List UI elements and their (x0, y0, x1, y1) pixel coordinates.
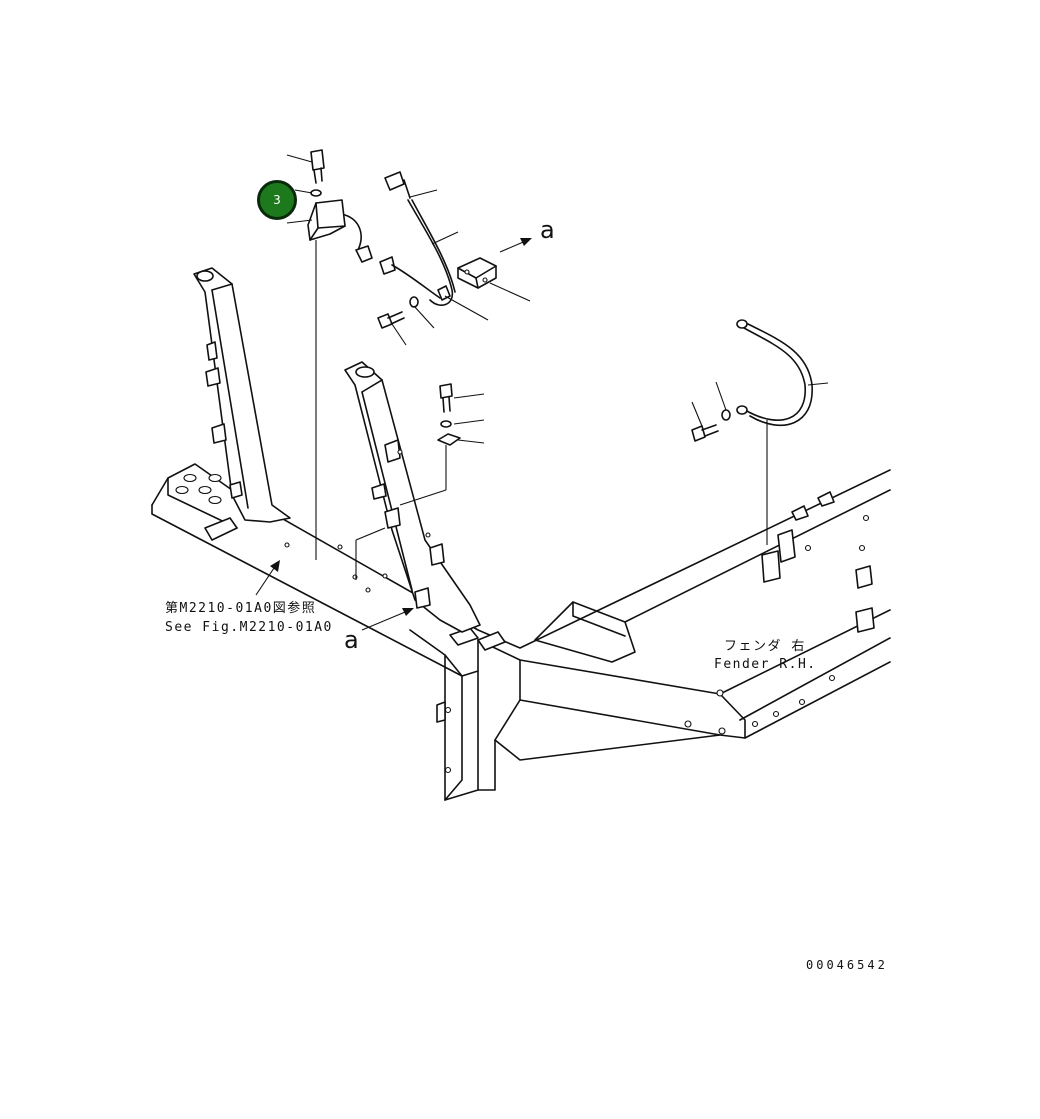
clamp-bracket (457, 257, 497, 289)
drawing-number: 00046542 (806, 958, 888, 972)
leader-lines (255, 154, 829, 631)
switch-assembly (307, 149, 441, 560)
callout-3-badge[interactable]: 3 (257, 180, 297, 220)
center-post (344, 361, 481, 633)
fender-label-en: Fender R.H. (714, 657, 817, 672)
deck-blocks (761, 491, 875, 633)
reference-label-en: See Fig.M2210-01A0 (165, 620, 333, 635)
left-post (193, 267, 291, 523)
section-marker-top: a (540, 216, 555, 244)
bolt-washer-upper (377, 296, 419, 329)
wire-harness (384, 171, 456, 306)
bolt-washer-clip-middle (399, 383, 461, 506)
section-marker-bottom: a (344, 626, 359, 654)
fender-label-jp: フェンダ 右 (724, 639, 806, 654)
reference-label-jp: 第M2210-01A0図参照 (165, 601, 317, 616)
